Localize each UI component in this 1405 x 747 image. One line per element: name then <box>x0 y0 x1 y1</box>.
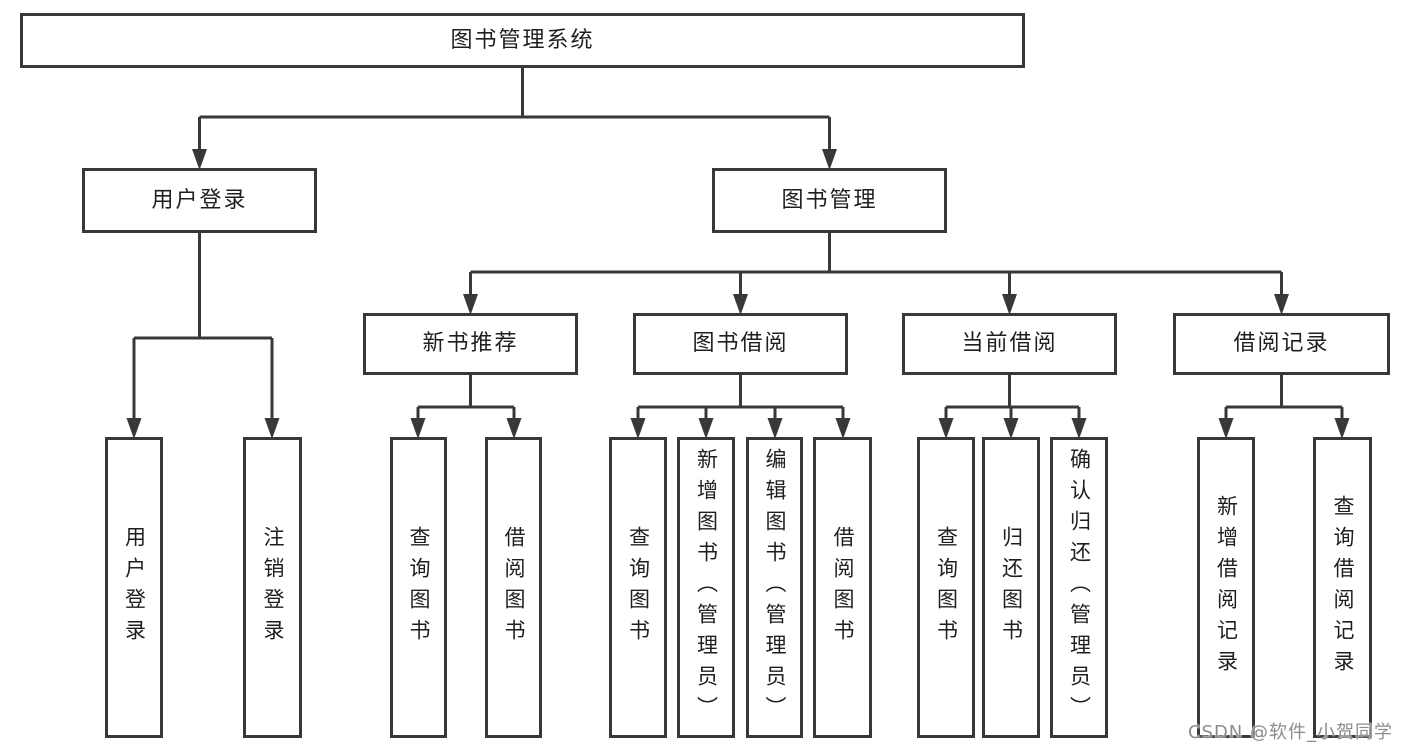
leaf-user-login-label: 用户登录 <box>122 525 147 650</box>
leaf-cb-return-books-label: 归还图书 <box>999 525 1024 650</box>
node-user-login: 用户登录 <box>82 168 317 233</box>
leaf-cb-return-books: 归还图书 <box>982 437 1040 738</box>
leaf-logout-label: 注销登录 <box>261 525 285 650</box>
leaf-cb-confirm-return-admin: 确认归还（管理员） <box>1050 437 1108 738</box>
leaf-nbr-query-books: 查询图书 <box>390 437 447 738</box>
leaf-user-login: 用户登录 <box>105 437 163 738</box>
node-new-book-recommendation-label: 新书推荐 <box>422 331 519 356</box>
node-borrowing-records-label: 借阅记录 <box>1233 331 1330 356</box>
leaf-nbr-borrow-books-label: 借阅图书 <box>502 525 526 650</box>
leaf-nbr-borrow-books: 借阅图书 <box>485 437 542 738</box>
leaf-br-add-record: 新增借阅记录 <box>1197 437 1255 738</box>
leaf-bb-edit-books-admin: 编辑图书（管理员） <box>746 437 803 738</box>
leaf-br-query-record-label: 查询借阅记录 <box>1331 494 1355 681</box>
node-current-borrowing-label: 当前借阅 <box>961 331 1058 356</box>
leaf-bb-borrow-books: 借阅图书 <box>813 437 872 738</box>
csdn-watermark: CSDN @软件_小贺同学 <box>1187 722 1393 743</box>
leaf-bb-edit-books-admin-label: 编辑图书（管理员） <box>763 448 787 727</box>
leaf-br-add-record-label: 新增借阅记录 <box>1214 494 1239 681</box>
node-book-borrowing-label: 图书借阅 <box>692 331 789 356</box>
node-current-borrowing: 当前借阅 <box>902 313 1117 375</box>
leaf-bb-add-books-admin-label: 新增图书（管理员） <box>694 448 719 727</box>
leaf-cb-confirm-return-admin-label: 确认归还（管理员） <box>1067 448 1092 727</box>
leaf-bb-borrow-books-label: 借阅图书 <box>831 525 855 650</box>
node-book-management-label: 图书管理 <box>781 187 878 213</box>
node-user-login-label: 用户登录 <box>151 187 248 213</box>
leaf-cb-query-books: 查询图书 <box>917 437 975 738</box>
node-book-borrowing: 图书借阅 <box>633 313 848 375</box>
node-book-management: 图书管理 <box>712 168 947 233</box>
leaf-nbr-query-books-label: 查询图书 <box>407 525 431 650</box>
node-library-system-label: 图书管理系统 <box>450 27 595 53</box>
node-library-system: 图书管理系统 <box>20 13 1025 68</box>
leaf-cb-query-books-label: 查询图书 <box>934 525 959 650</box>
leaf-bb-query-books: 查询图书 <box>609 437 667 738</box>
tree-edges <box>132 68 1344 419</box>
node-new-book-recommendation: 新书推荐 <box>363 313 578 375</box>
leaf-bb-add-books-admin: 新增图书（管理员） <box>677 437 735 738</box>
leaf-br-query-record: 查询借阅记录 <box>1313 437 1372 738</box>
leaf-logout: 注销登录 <box>243 437 302 738</box>
leaf-bb-query-books-label: 查询图书 <box>626 525 651 650</box>
arrowhead-icons <box>126 149 1350 439</box>
node-borrowing-records: 借阅记录 <box>1173 313 1390 375</box>
